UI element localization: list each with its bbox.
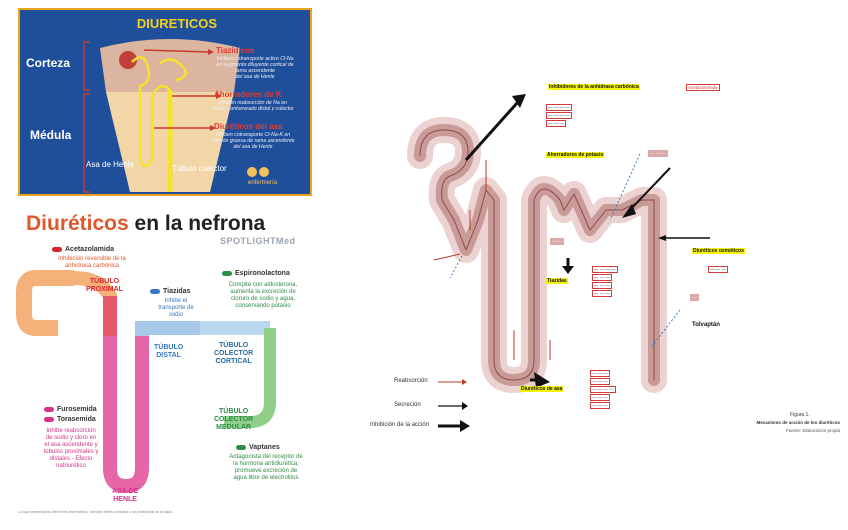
tolvaptan-label: Tolvaptán [692,322,720,328]
espironolactona-label: Espironolactona [222,270,290,277]
figure-caption-title: Mecanismo de acción de los diuréticos [756,420,840,425]
asa-drug-box-3: — — — — [590,386,616,393]
diureticos-asa-label: Diuréticos del asa [214,122,283,131]
tiazidas-label: Tiazidas [546,278,568,284]
asa-drug-box-5: — — — [590,402,611,409]
nephron-mechanism-illustration [407,94,710,432]
osmoticos-note-box: — [690,294,699,301]
tiazidas-pill-icon [150,288,160,294]
panel1-logo: enfermería [248,180,278,186]
kidney-section-illustration [83,39,269,193]
acetazolamida-label: Acetazolamida [52,246,114,253]
acetazolamida-pill-icon [52,246,62,252]
legend-reabsorcion: Reabsorción [394,378,428,384]
diureticos-osmoticos-label: Diuréticos osmóticos [692,248,745,254]
medula-label: Médula [30,128,72,142]
tiazidicos-label: Tiazídicos [216,46,255,55]
ahorradores-potasio-label: Ahorradores de potasio [546,152,605,158]
espironolactona-pill-icon [222,270,232,276]
tiazidas-drug-box-2: — — — [592,274,613,281]
furosemida-pill-icon [44,406,54,412]
furosemida-label: Furosemida [44,406,97,413]
asa-drug-box-1: — — — [590,370,611,377]
figure-number: Figura 1. [790,412,810,418]
tubulo-colector-label: Túbulo colector [172,164,227,173]
vaptanes-label: Vaptanes [236,444,280,451]
tiazidas-drug-box-3: — — — [592,282,613,289]
legend-inhibicion: Inhibición de la acción [370,422,430,428]
diureticos-asa-label: Diuréticos de asa [520,386,564,392]
corteza-label: Corteza [26,56,71,70]
asa-drug-box-4: — — — [590,394,611,401]
ahorradores-label: Ahorradores de K [214,90,282,99]
inhibidores-detail-box-1: — — — — [546,104,572,111]
spotlightmed-logo: SPOTLIGHTMed [220,236,296,246]
panel1-title: DIURETICOS [136,16,218,31]
tiazidas-drug-box-4: — — — [592,290,613,297]
inhibidores-anhidrasa-label: Inhibidores de la anhidrasa carbónica [548,84,640,90]
inhibidores-detail-box-2: — — — — [546,112,572,119]
nephron-tubule-illustration [16,270,276,494]
ahorradores-note-box: — — — [648,150,669,157]
inhibidores-detail-box-3: — — — [546,120,567,127]
torasemida-label: Torasemida [44,416,96,423]
inhibidores-drug-box: Acetazolamida [686,84,720,91]
tiazidas-drug-box-1: — — — — [592,266,618,273]
vaptanes-pill-icon [236,444,246,450]
asa-drug-box-2: — — — [590,378,611,385]
asa-henle-label: Asa de Henle [86,160,135,169]
nefrona-infographic: Diuréticos en la nefrona SPOTLIGHTMed Ac… [14,206,322,522]
mechanism-diagram-panel: Inhibidores de la anhidrasa carbónica Ac… [370,60,840,460]
diureticos-osmoticos-drug-box: — — — [708,266,729,273]
kidney-diagram-panel: DIURETICOS Corteza Médula Asa de Henle T… [18,8,312,196]
disclaimer-text: Lo aquí presentamos tiene fines informat… [18,510,174,514]
legend-secrecion: Secreción [394,402,421,408]
espironolactona-description: Compite con aldosterona,aumenta la excre… [228,282,298,309]
torasemida-pill-icon [44,416,54,422]
infographic-title: Diuréticos en la nefrona [26,212,266,235]
tiazidas-note-box: — — [550,238,565,245]
tiazidas-label: Tiazidas [150,288,191,295]
figure-caption-source: Fuente: Elaboración propia [785,428,840,433]
